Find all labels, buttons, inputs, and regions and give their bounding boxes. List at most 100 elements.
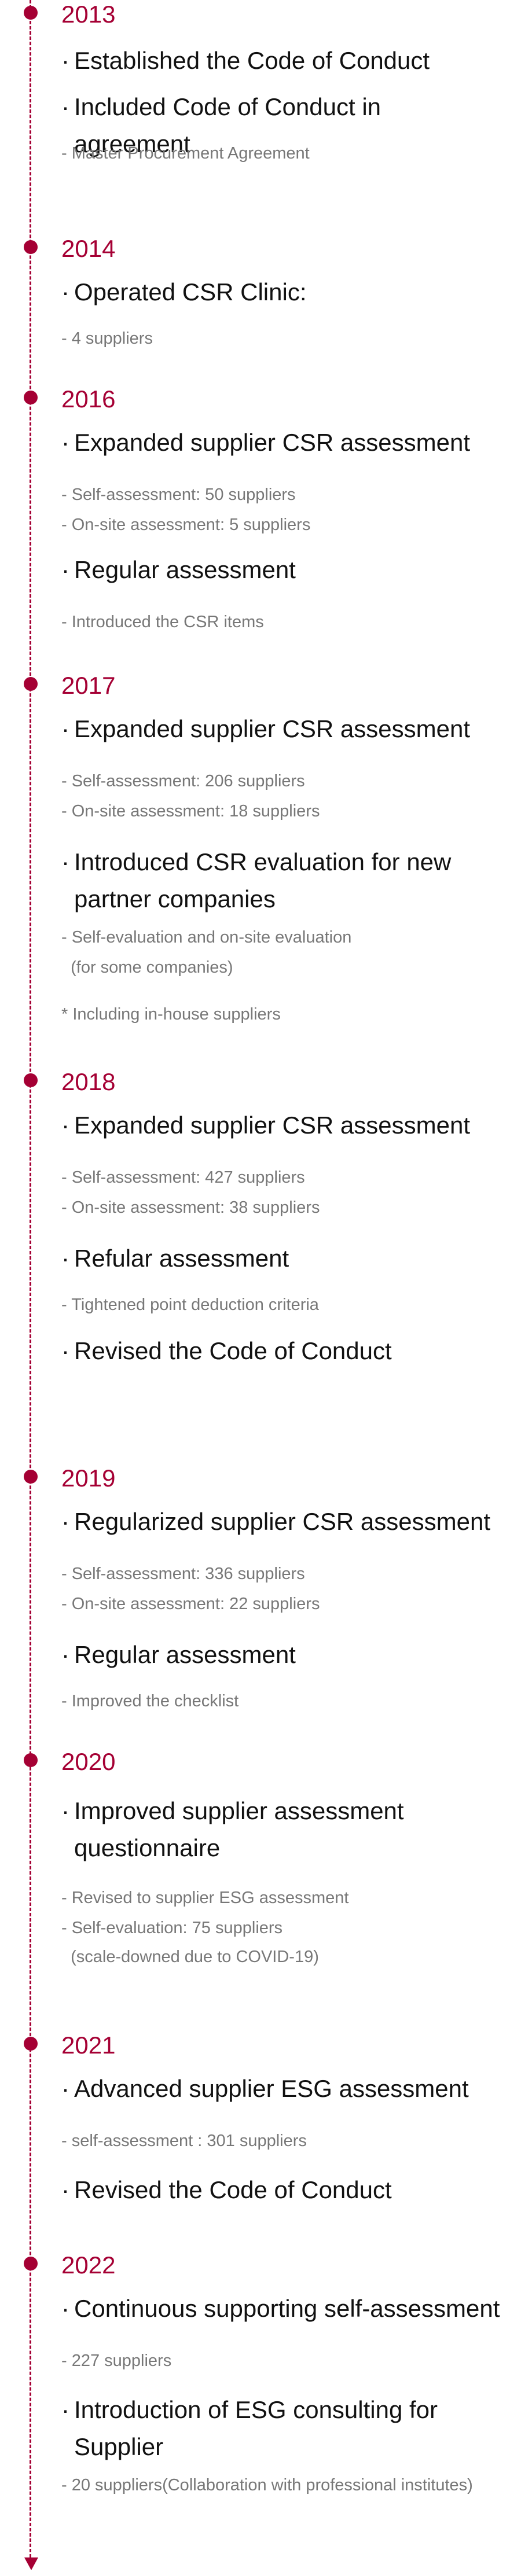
bullet-dot-icon: · <box>61 1245 69 1272</box>
milestone-heading: ·Expanded supplier CSR assessment <box>61 711 470 748</box>
milestone-heading-line: Expanded supplier CSR assessment <box>74 1112 471 1139</box>
milestone-detail: - On-site assessment: 5 suppliers <box>61 516 311 534</box>
milestone-heading-text: Expanded supplier CSR assessment <box>74 424 470 461</box>
milestone-heading-line: Regularized supplier CSR assessment <box>74 1508 490 1535</box>
milestone-detail: - On-site assessment: 38 suppliers <box>61 1198 320 1217</box>
milestone-heading-line: Improved supplier assessment <box>74 1797 404 1824</box>
milestone-detail: - Revised to supplier ESG assessment <box>61 1889 349 1907</box>
milestone-heading: ·Regularized supplier CSR assessment <box>61 1503 490 1540</box>
milestone-heading-line: Expanded supplier CSR assessment <box>74 715 471 742</box>
milestone-detail: - 4 suppliers <box>61 329 153 348</box>
milestone-heading: ·Introduced CSR evaluation for new partne… <box>61 844 451 918</box>
milestone-heading-line: Regular assessment <box>74 1641 296 1668</box>
bullet-dot-icon: · <box>61 848 69 875</box>
milestone-heading: ·Included Code of Conduct in agreement <box>61 89 381 163</box>
milestone-detail: - Self-assessment: 427 suppliers <box>61 1168 305 1187</box>
milestone-heading: ·Expanded supplier CSR assessment <box>61 424 470 461</box>
milestone-heading-text: Operated CSR Clinic: <box>74 274 306 311</box>
milestone-heading: ·Operated CSR Clinic: <box>61 274 306 311</box>
milestone-heading-text: Regular assessment <box>74 1636 296 1673</box>
year-label: 2017 <box>61 672 116 699</box>
milestone-heading-text: Refular assessment <box>74 1240 289 1277</box>
milestone-heading: ·Advanced supplier ESG assessment <box>61 2070 469 2107</box>
milestone-heading-line: agreement <box>74 130 190 157</box>
year-label: 2016 <box>61 385 116 413</box>
bullet-dot-icon: · <box>61 47 69 74</box>
bullet-dot-icon: · <box>61 1112 69 1139</box>
timeline-axis-line <box>30 0 31 2557</box>
milestone-detail: - Introduced the CSR items <box>61 613 264 631</box>
milestone-heading-line: Regular assessment <box>74 556 296 583</box>
milestone-heading: ·Regular assessment <box>61 1636 296 1673</box>
year-label: 2018 <box>61 1068 116 1095</box>
milestone-heading-text: Continuous supporting self-assessment <box>74 2290 500 2327</box>
milestone-heading-text: Expanded supplier CSR assessment <box>74 711 470 748</box>
milestone-heading-line: Operated CSR Clinic: <box>74 278 307 306</box>
bullet-dot-icon: · <box>61 1797 69 1824</box>
timeline-dot-icon <box>24 2257 38 2270</box>
bullet-dot-icon: · <box>61 278 69 306</box>
milestone-heading-line: Supplier <box>74 2433 164 2460</box>
milestone-heading-line: Continuous supporting self-assessment <box>74 2295 500 2322</box>
milestone-detail: - self-assessment : 301 suppliers <box>61 2132 307 2150</box>
bullet-dot-icon: · <box>61 2295 69 2322</box>
milestone-heading: ·Improved supplier assessment questionnai… <box>61 1793 404 1867</box>
milestone-detail: - Master Procurement Agreement <box>61 144 310 163</box>
milestone-heading-text: Established the Code of Conduct <box>74 42 430 79</box>
milestone-detail: - Improved the checklist <box>61 1692 239 1710</box>
bullet-dot-icon: · <box>61 556 69 583</box>
milestone-heading-text: Improved supplier assessment questionnair… <box>74 1793 404 1867</box>
milestone-heading-text: Revised the Code of Conduct <box>74 1333 392 1370</box>
timeline-dot-icon <box>24 677 38 691</box>
milestone-heading-line: Revised the Code of Conduct <box>74 2176 392 2203</box>
milestone-detail: - 227 suppliers <box>61 2351 172 2370</box>
milestone-heading-line: questionnaire <box>74 1834 221 1861</box>
milestone-heading: ·Refular assessment <box>61 1240 289 1277</box>
bullet-dot-icon: · <box>61 2176 69 2203</box>
year-label: 2013 <box>61 1 116 28</box>
bullet-dot-icon: · <box>61 429 69 456</box>
milestone-heading: ·Established the Code of Conduct <box>61 42 430 79</box>
milestone-heading: ·Continuous supporting self-assessment <box>61 2290 500 2327</box>
milestone-detail: - Self-evaluation and on-site evaluation <box>61 928 352 947</box>
milestone-heading: ·Regular assessment <box>61 551 296 588</box>
bullet-dot-icon: · <box>61 1337 69 1364</box>
milestone-heading: ·Revised the Code of Conduct <box>61 1333 392 1370</box>
milestone-detail: - On-site assessment: 18 suppliers <box>61 802 320 820</box>
milestone-heading-line: partner companies <box>74 885 276 912</box>
milestone-heading-line: Introduced CSR evaluation for new <box>74 848 452 875</box>
milestone-heading-line: Included Code of Conduct in <box>74 93 381 120</box>
year-label: 2022 <box>61 2251 116 2279</box>
milestone-heading-line: Established the Code of Conduct <box>74 47 430 74</box>
timeline-dot-icon <box>24 6 38 20</box>
milestone-heading-text: Regular assessment <box>74 551 296 588</box>
bullet-dot-icon: · <box>61 715 69 742</box>
milestone-detail: - Self-evaluation: 75 suppliers <box>61 1919 283 1937</box>
milestone-detail: - 20 suppliers(Collaboration with profes… <box>61 2476 473 2494</box>
milestone-heading-text: Revised the Code of Conduct <box>74 2172 392 2209</box>
milestone-detail: - Self-assessment: 206 suppliers <box>61 772 305 790</box>
timeline-arrow-down-icon <box>24 2557 38 2570</box>
milestone-detail: - Self-assessment: 336 suppliers <box>61 1565 305 1583</box>
milestone-heading-line: Revised the Code of Conduct <box>74 1337 392 1364</box>
bullet-dot-icon: · <box>61 2396 69 2423</box>
milestone-heading-text: Included Code of Conduct in agreement <box>74 89 381 163</box>
timeline-dot-icon <box>24 1753 38 1767</box>
milestone-heading: ·Revised the Code of Conduct <box>61 2172 392 2209</box>
timeline-dot-icon <box>24 1073 38 1087</box>
milestone-detail: * Including in-house suppliers <box>61 1005 281 1024</box>
bullet-dot-icon: · <box>61 93 69 120</box>
year-label: 2014 <box>61 235 116 262</box>
milestone-detail: (for some companies) <box>61 958 233 977</box>
timeline-dot-icon <box>24 240 38 254</box>
timeline-dot-icon <box>24 391 38 404</box>
milestone-heading-text: Expanded supplier CSR assessment <box>74 1107 470 1144</box>
milestone-heading-text: Introduced CSR evaluation for new partner… <box>74 844 451 918</box>
year-label: 2021 <box>61 2032 116 2059</box>
year-label: 2019 <box>61 1464 116 1492</box>
milestone-detail: - Tightened point deduction criteria <box>61 1296 319 1314</box>
milestone-heading-line: Advanced supplier ESG assessment <box>74 2075 469 2102</box>
milestone-detail: (scale-downed due to COVID-19) <box>61 1948 319 1966</box>
